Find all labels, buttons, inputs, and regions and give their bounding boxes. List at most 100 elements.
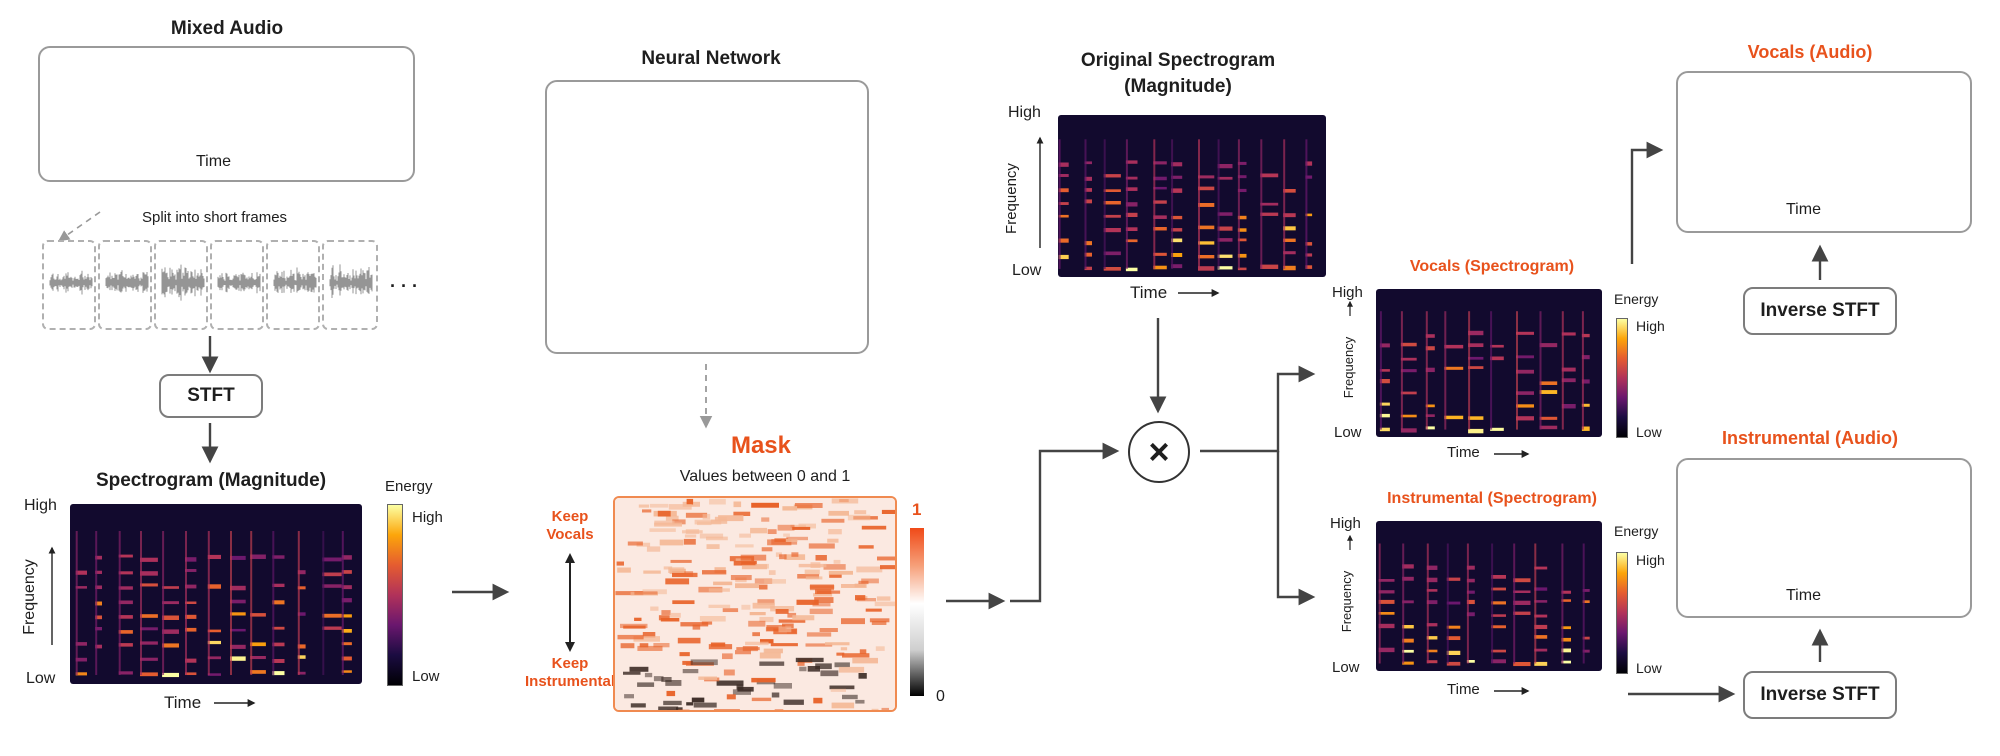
instr-spec-harmonic [1378, 599, 1395, 604]
mask-cell [810, 584, 834, 591]
mask-cell [812, 602, 831, 607]
orig-spec-harmonic [1058, 188, 1069, 193]
vocals-spec-onset [1425, 311, 1428, 430]
vocals-spec-y-axis: Frequency [1341, 336, 1357, 399]
instr-spec-harmonic [1402, 638, 1414, 643]
mask-cell [654, 522, 682, 527]
frame-waveform-path [217, 272, 261, 294]
mask-image [613, 496, 897, 712]
mask-cell [760, 639, 774, 644]
multiply-to-instr-arrow [1276, 451, 1316, 606]
mask-cell [814, 597, 834, 603]
vocals-spec-harmonic [1490, 427, 1504, 431]
input-spec-harmonic [118, 600, 133, 605]
mask-cell [660, 618, 680, 622]
instr-spec-harmonic [1446, 661, 1461, 666]
input-spec-harmonic [230, 612, 246, 616]
orig-spec-harmonic [1217, 254, 1233, 258]
mask-cell [742, 646, 758, 652]
vocals-energy-colorbar [1616, 318, 1628, 438]
orig-spec-harmonic [1058, 174, 1069, 177]
mixed-audio-time-label: Time [196, 153, 231, 170]
mask-cell [713, 581, 733, 586]
input-spec-x-axis: Time [164, 693, 202, 712]
orig-spec-harmonic [1217, 164, 1233, 169]
mask-cell [855, 595, 866, 601]
input-spec-harmonic [140, 627, 158, 631]
input-spec-harmonic [140, 657, 158, 661]
orig-spec-x-axis: Time [1130, 283, 1168, 302]
orig-spec-harmonic [1305, 265, 1313, 269]
instr-spec-harmonic [1513, 578, 1531, 583]
mask-cell [750, 527, 768, 534]
input-spec-harmonic [185, 614, 197, 619]
vocals-spec-harmonic [1425, 404, 1435, 408]
keep-vocals-label: Keep Vocals [546, 508, 594, 543]
input-spec-harmonic [162, 643, 179, 648]
input-spec-onset [250, 531, 253, 675]
input-spec-harmonic [250, 656, 266, 660]
input-spec-harmonic [185, 557, 197, 562]
orig-spec-harmonic [1198, 186, 1215, 191]
orig-spec-y-low: Low [1012, 262, 1042, 279]
orig-spec-harmonic [1103, 214, 1121, 218]
orig-spec-harmonic [1283, 265, 1296, 271]
mask-cell [685, 512, 708, 518]
mask-scale-max: 1 [912, 500, 922, 519]
frame-waveforms [49, 264, 373, 301]
input-spec-harmonic [118, 643, 133, 647]
vocals-spec-onset [1400, 311, 1403, 430]
orig-spec-harmonic [1217, 226, 1233, 231]
orig-spec-harmonic [1125, 239, 1138, 243]
orig-spec-harmonic [1125, 160, 1138, 164]
vocals-spec-onset [1468, 311, 1471, 430]
mask-cell [741, 561, 756, 566]
original-spectrogram-image [1058, 115, 1326, 277]
orig-spec-harmonic [1084, 266, 1092, 271]
instr-spec-harmonic [1426, 660, 1438, 664]
input-spec-harmonic [272, 583, 285, 588]
mask-cell [644, 672, 653, 678]
mask-cell [665, 680, 682, 686]
keep-instrumental-label: Keep Instrumental [524, 655, 615, 690]
mask-cell [807, 666, 820, 672]
instr-spec-onset [1466, 543, 1469, 664]
mask-cell [795, 657, 824, 663]
mask-cell [759, 661, 785, 666]
mask-cell [823, 564, 846, 570]
mask-cell [659, 539, 684, 546]
instr-spec-harmonic [1491, 625, 1506, 629]
input-spec-harmonic [341, 642, 352, 646]
mask-cell [779, 554, 787, 560]
mask-cell [754, 578, 773, 584]
input-spec-harmonic [322, 613, 342, 618]
mask-cell [708, 588, 730, 592]
vocals-spec-onset [1444, 311, 1447, 430]
frame-waveform-path [273, 267, 317, 293]
mask-cell [829, 685, 855, 690]
input-spec-harmonic [75, 570, 87, 575]
vocals-energy-label: Energy [1614, 291, 1659, 307]
orig-spec-harmonic [1153, 186, 1167, 190]
input-spec-harmonic [272, 626, 285, 630]
mask-to-multiply-arrow [1010, 442, 1120, 603]
vocals-spec-harmonic [1468, 366, 1484, 369]
instr-spec-x-axis: Time [1447, 681, 1480, 698]
multiply-to-vocals-arrow [1200, 365, 1316, 453]
instr-spec-harmonic [1426, 565, 1438, 570]
mask-cell [806, 632, 832, 637]
frame-waveform-path [105, 270, 149, 293]
orig-spec-harmonic [1283, 213, 1296, 218]
mask-cell [736, 684, 744, 690]
mask-cell [786, 629, 797, 634]
vocals-spec-harmonic [1581, 426, 1590, 431]
mask-cell [815, 555, 827, 561]
instr-spec-harmonic [1561, 660, 1571, 664]
mask-cell [638, 504, 649, 508]
mask-cell [877, 556, 895, 561]
mask-cell [855, 699, 865, 704]
input-spec-bg [70, 504, 362, 684]
mask-cell [676, 707, 683, 710]
orig-spec-harmonic [1260, 212, 1279, 216]
input-spec-harmonic [250, 670, 266, 674]
